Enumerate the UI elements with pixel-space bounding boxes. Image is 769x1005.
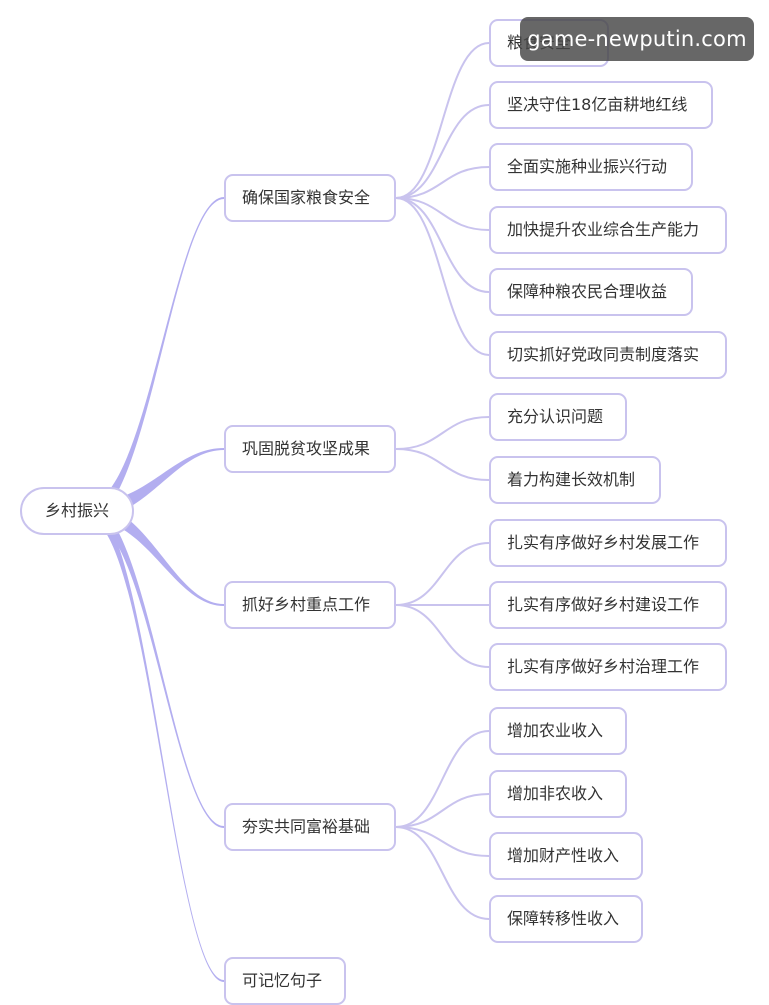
- leaf-node[interactable]: 切实抓好党政同责制度落实: [489, 331, 727, 379]
- leaf-link: [395, 793, 490, 828]
- leaf-node[interactable]: 加快提升农业综合生产能力: [489, 206, 727, 254]
- leaf-link: [395, 166, 490, 199]
- leaf-link: [395, 197, 490, 293]
- leaf-link: [395, 730, 490, 828]
- leaf-node[interactable]: 保障种粮农民合理收益: [489, 268, 693, 316]
- leaf-node[interactable]: 增加非农收入: [489, 770, 627, 818]
- leaf-node[interactable]: 全面实施种业振兴行动: [489, 143, 693, 191]
- branch-node[interactable]: 抓好乡村重点工作: [224, 581, 396, 629]
- leaf-link: [395, 826, 490, 920]
- branch-node[interactable]: 夯实共同富裕基础: [224, 803, 396, 851]
- leaf-node[interactable]: 扎实有序做好乡村建设工作: [489, 581, 727, 629]
- root-node[interactable]: 乡村振兴: [20, 487, 134, 535]
- leaf-link: [395, 826, 490, 857]
- leaf-link: [395, 197, 490, 231]
- leaf-link: [395, 604, 490, 668]
- leaf-link: [395, 448, 490, 481]
- watermark: game-newputin.com: [520, 17, 754, 61]
- leaf-node[interactable]: 着力构建长效机制: [489, 456, 661, 504]
- branch-node[interactable]: 确保国家粮食安全: [224, 174, 396, 222]
- branch-link: [88, 197, 225, 519]
- leaf-node[interactable]: 充分认识问题: [489, 393, 627, 441]
- leaf-node[interactable]: 保障转移性收入: [489, 895, 643, 943]
- leaf-node[interactable]: 扎实有序做好乡村发展工作: [489, 519, 727, 567]
- leaf-node[interactable]: 增加农业收入: [489, 707, 627, 755]
- leaf-link: [395, 542, 490, 606]
- leaf-node[interactable]: 扎实有序做好乡村治理工作: [489, 643, 727, 691]
- branch-node[interactable]: 可记忆句子: [224, 957, 346, 1005]
- leaf-node[interactable]: 增加财产性收入: [489, 832, 643, 880]
- branch-link: [88, 503, 225, 982]
- leaf-link: [395, 104, 490, 199]
- leaf-link: [395, 42, 490, 199]
- branch-node[interactable]: 巩固脱贫攻坚成果: [224, 425, 396, 473]
- leaf-link: [395, 416, 490, 450]
- leaf-node[interactable]: 坚决守住18亿亩耕地红线: [489, 81, 713, 129]
- leaf-link: [395, 197, 490, 356]
